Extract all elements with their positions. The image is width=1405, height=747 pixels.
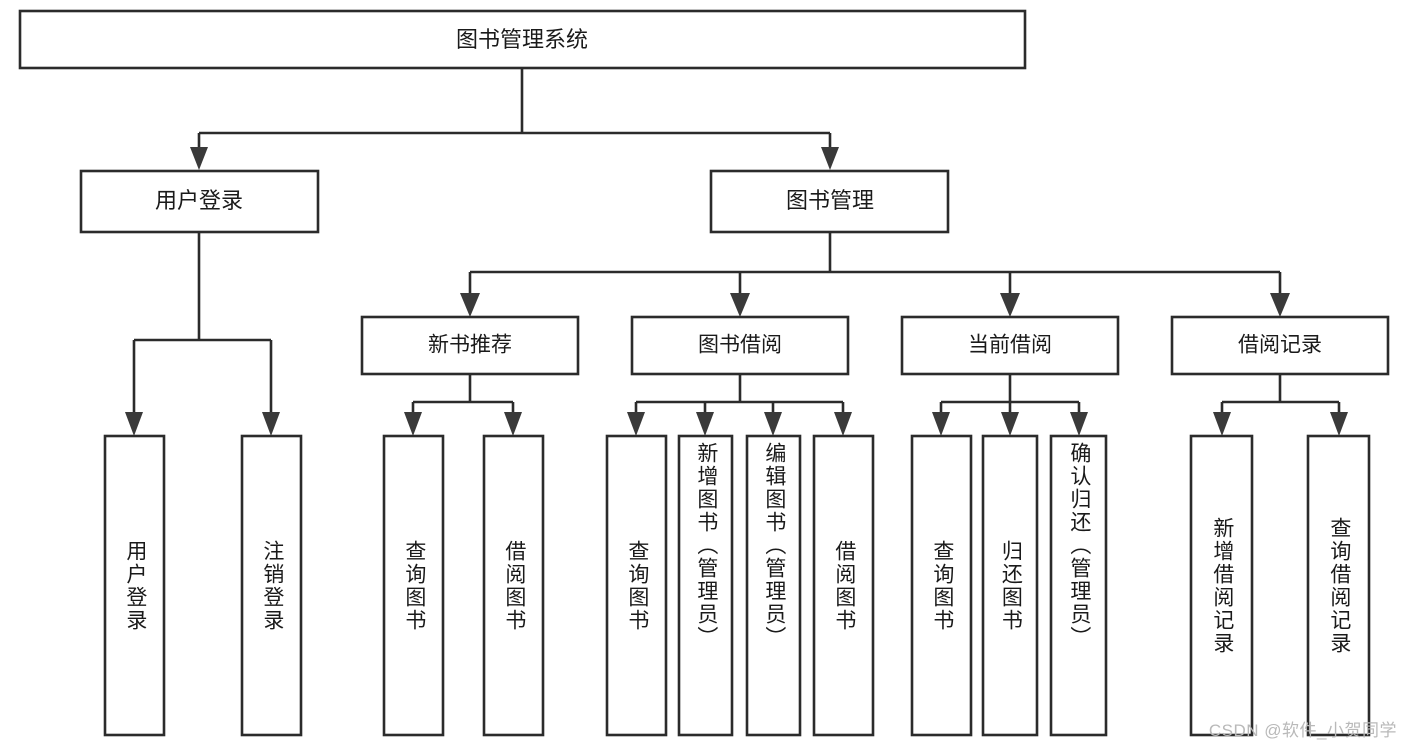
arrow-head-icon (1213, 412, 1231, 436)
leaf-box-0[interactable] (103, 434, 166, 737)
arrow-head-icon (834, 412, 852, 436)
leaf-box-7[interactable] (812, 434, 875, 737)
arrow-head-icon (1001, 412, 1019, 436)
connector-borrowrecord-to-leaves (1213, 374, 1348, 436)
level2-label-0: 用户登录 (155, 188, 243, 213)
level2-label-1: 图书管理 (786, 188, 874, 213)
node-book-management[interactable]: 图书管理 (709, 169, 950, 234)
arrow-head-icon (1000, 293, 1020, 317)
leaf-box-11[interactable] (1189, 434, 1254, 737)
arrow-head-icon (821, 147, 839, 170)
arrow-head-icon (125, 412, 143, 436)
arrow-head-icon (1330, 412, 1348, 436)
node-borrow-record[interactable]: 借阅记录 (1170, 315, 1390, 376)
node-new-book-recommend[interactable]: 新书推荐 (360, 315, 580, 376)
connector-root-to-level2 (190, 68, 839, 170)
leaf-box-10[interactable] (1049, 434, 1108, 737)
leaf-box-6[interactable] (745, 434, 802, 737)
leaf-box-4[interactable] (605, 434, 668, 737)
root-box (18, 9, 1027, 70)
arrow-head-icon (764, 412, 782, 436)
leaf-box-8[interactable] (910, 434, 973, 737)
arrow-head-icon (460, 293, 480, 317)
arrow-head-icon (730, 293, 750, 317)
arrow-head-icon (190, 147, 208, 170)
connector-currentborrow-to-leaves (932, 374, 1088, 436)
watermark-text: CSDN @软件_小贺同学 (1208, 721, 1397, 740)
arrow-head-icon (262, 412, 280, 436)
arrow-head-icon (627, 412, 645, 436)
node-current-borrow[interactable]: 当前借阅 (900, 315, 1120, 376)
leaf-box-9[interactable] (981, 434, 1039, 737)
connector-bookmgmt-to-level3 (460, 232, 1290, 317)
arrow-head-icon (504, 412, 522, 436)
leaf-box-12[interactable] (1306, 434, 1371, 737)
level2-box-0 (79, 169, 320, 234)
level3-label-1: 图书借阅 (698, 334, 782, 357)
level3-label-0: 新书推荐 (428, 334, 512, 357)
root-label: 图书管理系统 (456, 27, 588, 52)
level3-label-2: 当前借阅 (968, 334, 1052, 357)
arrow-head-icon (1270, 293, 1290, 317)
arrow-head-icon (404, 412, 422, 436)
connector-userlogin-to-leaves (125, 232, 280, 436)
leaf-box-2[interactable] (382, 434, 445, 737)
leaf-box-1[interactable] (240, 434, 303, 737)
level3-box-2 (900, 315, 1120, 376)
arrow-head-icon (932, 412, 950, 436)
node-root[interactable]: 图书管理系统 (18, 9, 1027, 70)
leaf-box-5[interactable] (677, 434, 734, 737)
level3-label-3: 借阅记录 (1238, 334, 1322, 357)
arrow-head-icon (696, 412, 714, 436)
arrow-head-icon (1070, 412, 1088, 436)
connector-bookborrow-to-leaves (627, 374, 852, 436)
connector-newbook-to-leaves (404, 374, 522, 436)
node-user-login[interactable]: 用户登录 (79, 169, 320, 234)
leaf-box-3[interactable] (482, 434, 545, 737)
node-book-borrow[interactable]: 图书借阅 (630, 315, 850, 376)
level3-box-0 (360, 315, 580, 376)
